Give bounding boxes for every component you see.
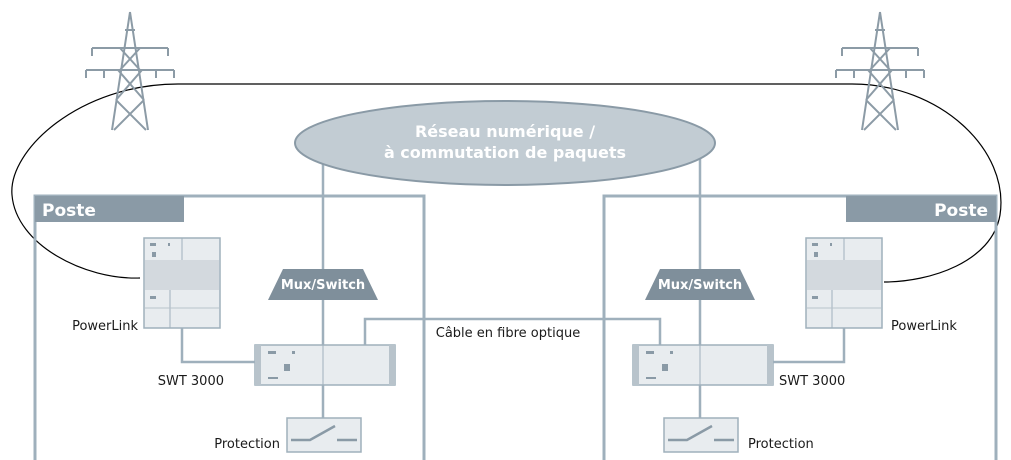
swt-label-left: SWT 3000 [158,374,224,389]
network-label-line1: Réseau numérique / [415,122,595,141]
mux-switch-right [645,269,755,300]
powerlink-label-left: PowerLink [72,319,138,334]
fiber-cable [363,317,662,345]
power-line-loop [11,83,1002,283]
station-title-bar-left [35,196,184,222]
station-title-left: Poste [42,201,96,221]
powerlink-device-left [143,237,221,329]
protection-relay-right [663,417,739,453]
protection-label-right: Protection [748,437,814,452]
powerlink-device-right [805,237,883,329]
protection-label-left: Protection [214,437,280,452]
powerlink-label-right: PowerLink [891,319,957,334]
mux-label-left: Mux/Switch [281,278,365,293]
mux-switch-left [268,269,378,300]
network-cloud [294,100,716,186]
powerlink-connector-left [180,328,255,364]
station-title-right: Poste [934,201,988,221]
protection-relay-left [286,417,362,453]
transmission-tower-icon [85,11,175,131]
network-label-line2: à commutation de paquets [384,143,626,162]
station-frame-right [602,194,998,460]
swt3000-device-right [632,344,774,386]
station-frame-left [33,194,426,460]
swt-label-right: SWT 3000 [779,374,845,389]
transmission-tower-icon [835,11,925,131]
mux-label-right: Mux/Switch [658,278,742,293]
station-title-bar-right [846,196,996,222]
swt3000-device-left [254,344,396,386]
powerlink-connector-right [770,328,846,364]
fiber-label: Câble en fibre optique [436,326,580,341]
